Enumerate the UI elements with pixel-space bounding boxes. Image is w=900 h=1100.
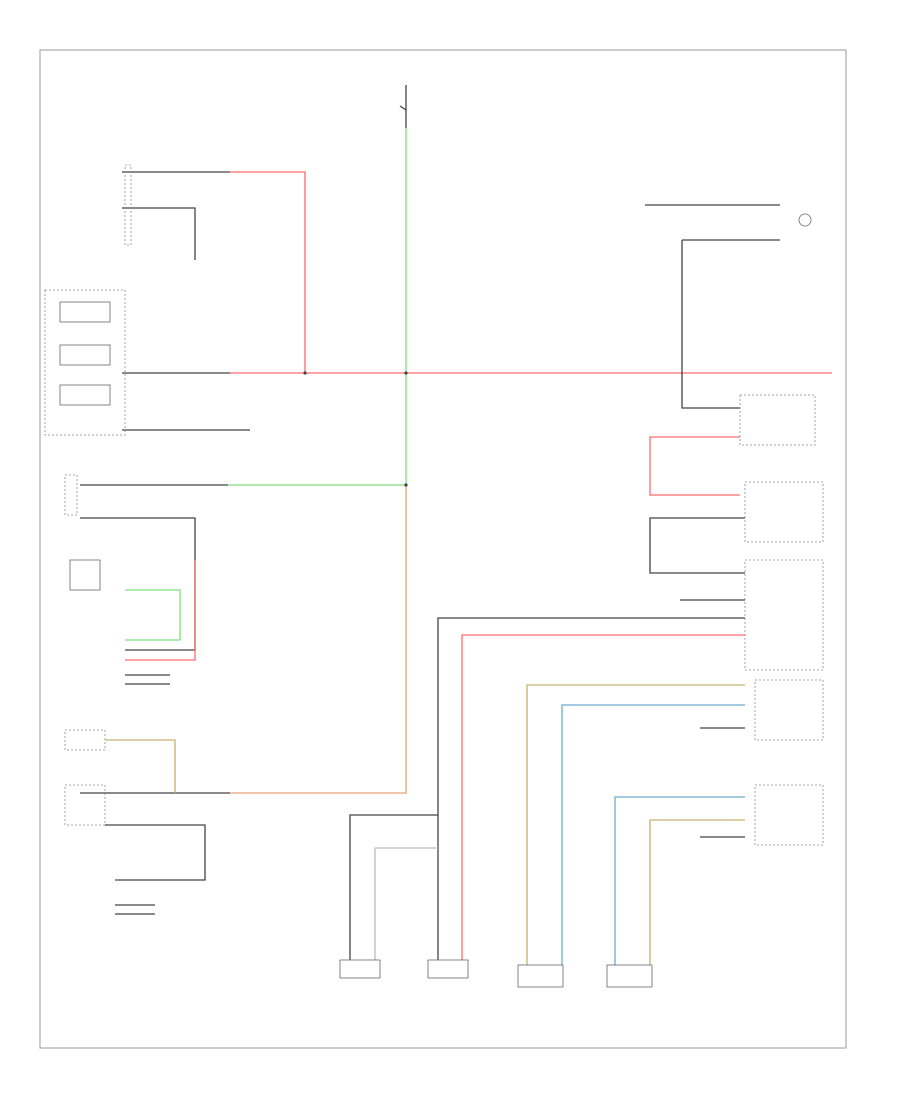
left-curtain-module-box	[744, 559, 824, 671]
left-curtain-connector	[64, 729, 106, 751]
front-door-module-2	[59, 344, 111, 366]
orange-wire-vertical	[230, 485, 407, 794]
junction-node	[404, 371, 408, 375]
driver-seat-connector	[64, 784, 106, 826]
red-wire-top	[230, 171, 306, 373]
left-rear-pretensioner	[517, 964, 564, 988]
rear-door-module-box	[44, 289, 126, 436]
driver-pretensioner	[427, 959, 469, 979]
right-curtain-module-box	[744, 481, 824, 543]
passenger-seat-connector	[64, 474, 78, 516]
junction-node	[404, 483, 408, 487]
passenger-occupant-sensor	[69, 559, 101, 591]
seat-belt-connector	[124, 164, 132, 246]
front-door-module-3	[59, 384, 111, 406]
clock-spring-box	[739, 394, 816, 446]
srs-indicator-lamp	[798, 213, 812, 227]
front-door-module-1	[59, 301, 111, 323]
right-rear-sensor-box	[754, 784, 824, 846]
left-rear-sensor-box	[754, 679, 824, 741]
passenger-pretensioner	[339, 959, 381, 979]
right-rear-pretensioner	[606, 964, 653, 988]
diagram-border	[39, 49, 847, 1049]
junction-node	[303, 371, 307, 375]
top-power-source	[399, 85, 407, 128]
